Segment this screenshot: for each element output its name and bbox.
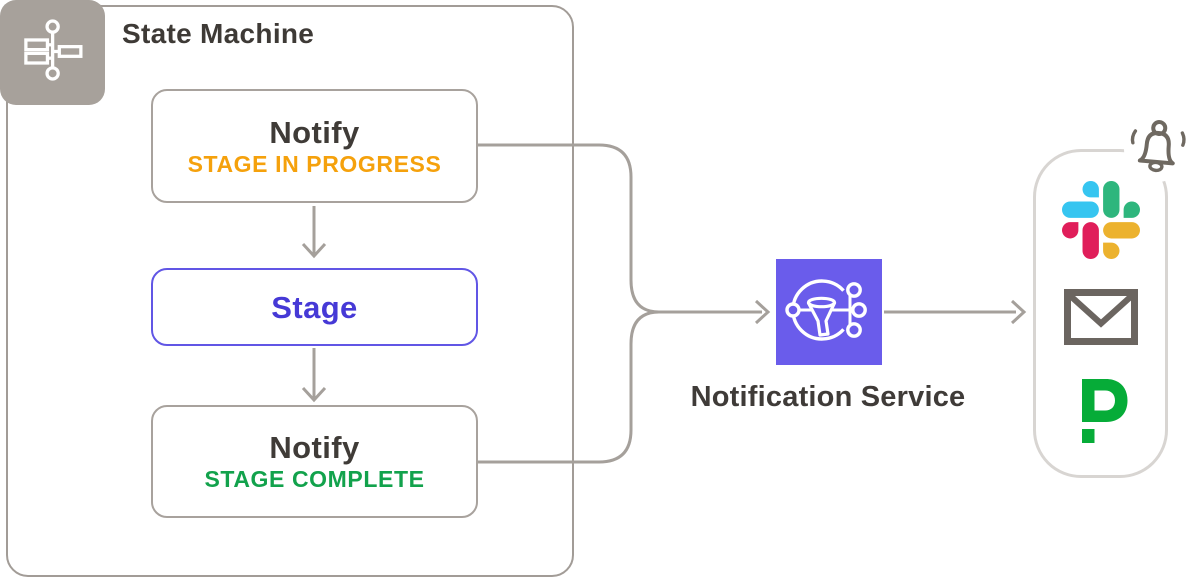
state-machine-icon-tile (0, 0, 105, 105)
node-status-label: STAGE IN PROGRESS (187, 150, 442, 177)
node-status-label: STAGE COMPLETE (204, 466, 425, 492)
notification-service-label: Notification Service (690, 381, 966, 413)
channels-container (1033, 149, 1168, 478)
node-title: Stage (271, 289, 358, 325)
envelope-icon (1064, 289, 1138, 350)
node-notify-in-progress: Notify STAGE IN PROGRESS (151, 89, 478, 203)
node-title: Notify (269, 114, 360, 150)
state-machine-icon (14, 11, 92, 94)
slack-icon (1062, 181, 1140, 264)
arrow-right-icon (657, 299, 771, 325)
state-machine-title: State Machine (122, 18, 315, 49)
pagerduty-icon (1082, 379, 1128, 448)
arrow-right-icon (884, 299, 1027, 325)
sns-fanout-icon (776, 257, 882, 368)
node-notify-complete: Notify STAGE COMPLETE (151, 405, 478, 518)
bell-icon (1126, 118, 1190, 183)
node-stage: Stage (151, 268, 478, 346)
notification-service-tile (776, 259, 882, 365)
node-title: Notify (269, 430, 360, 465)
